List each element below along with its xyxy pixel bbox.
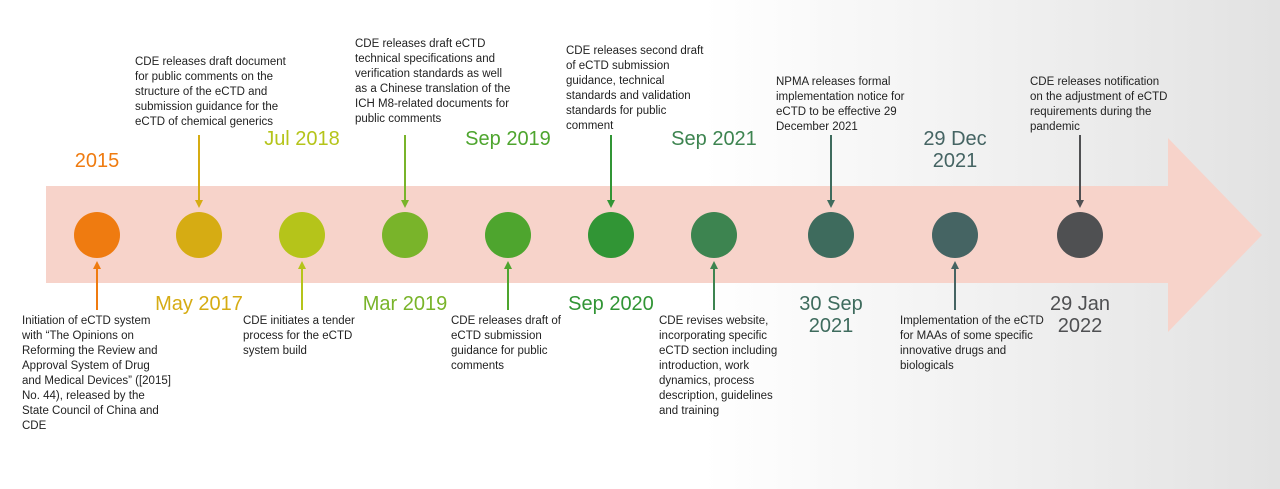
event-desc-jul-2018: CDE initiates a tender process for the e… [243,315,355,357]
event-marker-circle [691,212,737,258]
event-desc-2015: Initiation of eCTD system with “The Opin… [22,315,171,432]
event-date-mar-2019: Mar 2019 [362,293,448,315]
event-desc-sep-2021: CDE revises website, incorporating speci… [659,315,778,417]
event-connector-arrowhead [93,261,101,269]
event-connector-arrowhead [951,261,959,269]
event-date-2015: 2015 [74,150,120,172]
event-connector-arrowhead [504,261,512,269]
event-date-sep-2019: Sep 2019 [465,128,551,150]
event-connector-arrowhead [827,200,835,208]
event-marker-circle [279,212,325,258]
event-connector-arrowhead [710,261,718,269]
event-date-may-2017: May 2017 [155,293,243,315]
event-date-sep-2020: Sep 2020 [568,293,654,315]
event-desc-sep-2020: CDE releases second draft of eCTD submis… [566,45,704,132]
event-desc-29-dec-2021: Implementation of the eCTD for MAAs of s… [900,315,1044,372]
event-marker-circle [176,212,222,258]
event-date-sep-2021: Sep 2021 [671,128,757,150]
timeline-arrow-band [46,138,1262,332]
event-marker-circle [485,212,531,258]
event-date-29-dec-2021: 29 Dec 2021 [923,128,987,172]
event-desc-may-2017: CDE releases draft document for public c… [135,56,286,128]
event-marker-circle [74,212,120,258]
event-desc-30-sep-2021: NPMA releases formal implementation noti… [776,76,905,133]
event-marker-circle [1057,212,1103,258]
event-desc-mar-2019: CDE releases draft eCTD technical specif… [355,38,511,125]
event-marker-circle [932,212,978,258]
event-marker-circle [808,212,854,258]
event-date-jul-2018: Jul 2018 [264,128,340,150]
event-desc-29-jan-2022: CDE releases notification on the adjustm… [1030,76,1168,133]
event-connector-arrowhead [607,200,615,208]
event-connector-arrowhead [401,200,409,208]
event-desc-sep-2019: CDE releases draft of eCTD submission gu… [451,315,561,372]
event-connector-arrowhead [1076,200,1084,208]
event-connector-arrowhead [298,261,306,269]
event-marker-circle [382,212,428,258]
event-connector-arrowhead [195,200,203,208]
event-marker-circle [588,212,634,258]
event-date-30-sep-2021: 30 Sep 2021 [799,293,863,337]
event-date-29-jan-2022: 29 Jan 2022 [1049,293,1111,337]
